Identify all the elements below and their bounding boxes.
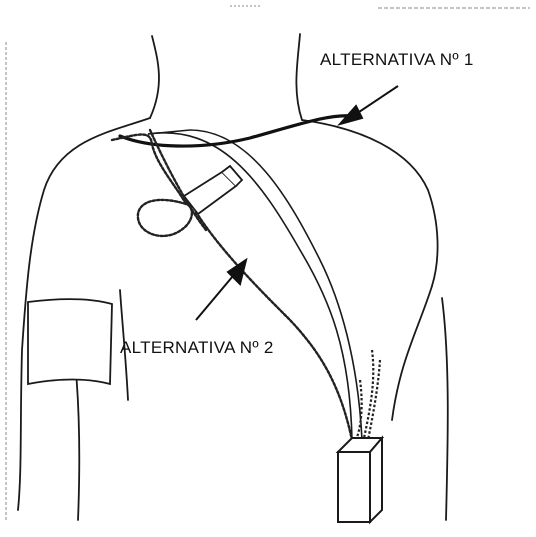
- recorder-box: [338, 438, 382, 522]
- label-alternative-2: ALTERNATIVA Nº 2: [120, 338, 274, 357]
- cable-bundle: [356, 350, 380, 440]
- arrow-alternative-1: [340, 86, 398, 124]
- label-alternative-1: ALTERNATIVA Nº 1: [320, 50, 474, 69]
- scan-border: [6, 6, 530, 520]
- chest-sensor: [184, 166, 242, 214]
- arrow-alternative-2: [196, 260, 246, 320]
- arm-cuff: [28, 299, 112, 384]
